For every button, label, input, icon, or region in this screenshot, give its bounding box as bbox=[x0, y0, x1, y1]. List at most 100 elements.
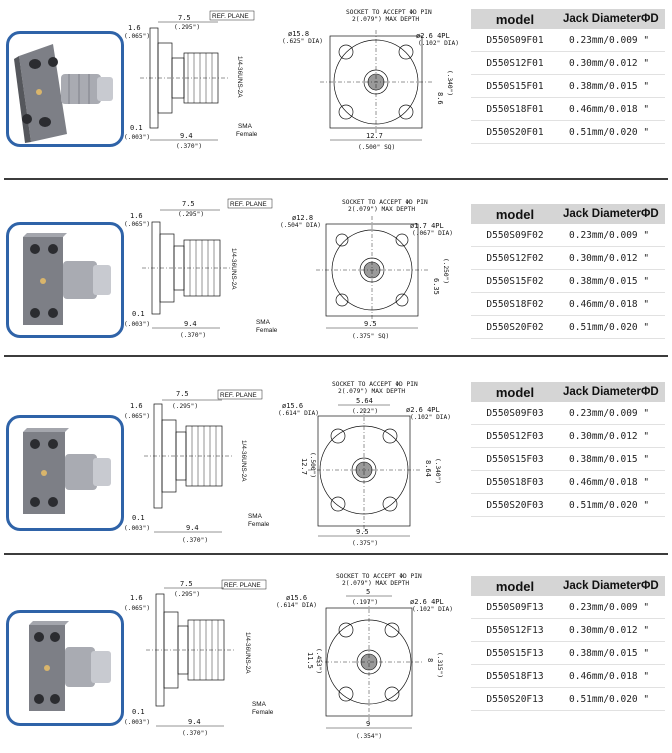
dim-7-5: 7.5 bbox=[180, 580, 193, 588]
connector-section-f13: 7.5 (.295") REF. PLANE 1.6 (.065") 0.1 (… bbox=[0, 558, 672, 753]
model-cell: D550S20F13 bbox=[471, 687, 559, 711]
flange-width: 9 bbox=[366, 720, 370, 728]
dim-0-1: 0.1 bbox=[132, 514, 145, 522]
thread-label: 1/4-36UNS-2A bbox=[230, 248, 237, 290]
ref-plane-label: REF. PLANE bbox=[230, 201, 267, 208]
socket-note-line1: SOCKET TO ACCEPT ΦD PIN bbox=[336, 573, 422, 580]
sma-label: SMA bbox=[238, 123, 253, 130]
ref-plane-label: REF. PLANE bbox=[212, 13, 249, 20]
dimension-drawing: 7.5 (.295") REF. PLANE 1.6 (.065") 0.1 (… bbox=[120, 8, 470, 168]
hole-diameter: ø2.6 4PL bbox=[406, 406, 440, 414]
dim-0-1-inch: (.003") bbox=[124, 134, 150, 141]
dim-1-6: 1.6 bbox=[130, 402, 143, 410]
column-header-jack-diameter: Jack DiameterΦD bbox=[559, 576, 665, 596]
flange-width-inch: (.354") bbox=[356, 733, 382, 740]
model-cell: D550S18F01 bbox=[471, 97, 559, 121]
dim-9-4-inch: (.370") bbox=[176, 143, 202, 150]
top-spacing-inch: (.222") bbox=[352, 408, 378, 415]
model-cell: D550S15F01 bbox=[471, 74, 559, 98]
flange-diameter-inch: (.504" DIA) bbox=[280, 222, 321, 229]
hole-diameter-inch: (.102" DIA) bbox=[410, 414, 451, 421]
flange-height: 12.7 bbox=[300, 458, 308, 475]
hole-diameter-inch: (.102" DIA) bbox=[418, 40, 459, 47]
flange-width: 12.7 bbox=[366, 132, 383, 140]
diameter-cell: 0.38mm/0.015 " bbox=[559, 74, 665, 98]
hole-diameter: ø2.6 4PL bbox=[416, 32, 450, 40]
thread-label: 1/4-36UNS-2A bbox=[236, 56, 243, 98]
socket-note-line1: SOCKET TO ACCEPT ΦD PIN bbox=[346, 9, 432, 16]
socket-note-line2: 2(.079") MAX DEPTH bbox=[348, 206, 415, 213]
dim-9-4-inch: (.370") bbox=[182, 730, 208, 737]
diameter-cell: 0.51mm/0.020 " bbox=[559, 493, 665, 517]
dim-0-1-inch: (.003") bbox=[124, 525, 150, 532]
dim-9-4: 9.4 bbox=[180, 132, 193, 140]
diameter-cell: 0.38mm/0.015 " bbox=[559, 447, 665, 471]
dim-1-6: 1.6 bbox=[128, 24, 141, 32]
socket-note-line2: 2(.079") MAX DEPTH bbox=[352, 16, 419, 23]
model-cell: D550S18F02 bbox=[471, 292, 559, 316]
sma-label: SMA bbox=[256, 319, 271, 326]
table-header-row: model Jack DiameterΦD bbox=[471, 382, 665, 402]
flange-width: 9.5 bbox=[364, 320, 377, 328]
diameter-cell: 0.23mm/0.009 " bbox=[559, 402, 665, 425]
diameter-cell: 0.38mm/0.015 " bbox=[559, 269, 665, 293]
dim-9-4-inch: (.370") bbox=[180, 332, 206, 339]
section-divider bbox=[4, 178, 668, 180]
flange-diameter: ø12.8 bbox=[292, 214, 313, 222]
diameter-cell: 0.46mm/0.018 " bbox=[559, 97, 665, 121]
diameter-cell: 0.46mm/0.018 " bbox=[559, 292, 665, 316]
diameter-cell: 0.23mm/0.009 " bbox=[559, 29, 665, 52]
flange-diameter-inch: (.625" DIA) bbox=[282, 38, 323, 45]
dim-7-5-inch: (.295") bbox=[174, 591, 200, 598]
flange-diameter-inch: (.614" DIA) bbox=[276, 602, 317, 609]
thread-label: 1/4-36UNS-2A bbox=[244, 632, 251, 674]
hole-spacing-inch: (.250") bbox=[442, 258, 449, 284]
dim-1-6-inch: (.065") bbox=[124, 413, 150, 420]
dimension-drawing: 7.5 (.295") REF. PLANE 1.6 (.065") 0.1 (… bbox=[120, 198, 470, 358]
connector-section-f01: 7.5 (.295") REF. PLANE 1.6 (.065") 0.1 (… bbox=[0, 0, 672, 178]
flange-diameter: ø15.6 bbox=[286, 594, 307, 602]
table-header-row: model Jack DiameterΦD bbox=[471, 204, 665, 224]
dim-7-5: 7.5 bbox=[178, 14, 191, 22]
dim-1-6-inch: (.065") bbox=[124, 221, 150, 228]
dim-0-1: 0.1 bbox=[132, 310, 145, 318]
dim-9-4-inch: (.370") bbox=[182, 537, 208, 544]
dim-0-1-inch: (.003") bbox=[124, 719, 150, 726]
diameter-cell: 0.23mm/0.009 " bbox=[559, 224, 665, 247]
table-header-row: model Jack DiameterΦD bbox=[471, 576, 665, 596]
hole-diameter: ø1.7 4PL bbox=[410, 222, 444, 230]
diameter-cell: 0.51mm/0.020 " bbox=[559, 315, 665, 339]
diameter-cell: 0.23mm/0.009 " bbox=[559, 596, 665, 619]
dimension-drawing: 7.5 (.295") REF. PLANE 1.6 (.065") 0.1 (… bbox=[120, 374, 470, 550]
dim-9-4: 9.4 bbox=[184, 320, 197, 328]
model-cell: D550S20F02 bbox=[471, 315, 559, 339]
diameter-cell: 0.51mm/0.020 " bbox=[559, 687, 665, 711]
flange-width: 9.5 bbox=[356, 528, 369, 536]
model-cell: D550S12F02 bbox=[471, 246, 559, 270]
hole-diameter-inch: (.102" DIA) bbox=[412, 606, 453, 613]
flange-diameter-inch: (.614" DIA) bbox=[278, 410, 319, 417]
column-header-model: model bbox=[471, 204, 559, 224]
model-cell: D550S12F13 bbox=[471, 618, 559, 642]
female-label: Female bbox=[236, 131, 258, 138]
diameter-cell: 0.51mm/0.020 " bbox=[559, 120, 665, 144]
connector-photo bbox=[6, 610, 124, 726]
dim-7-5: 7.5 bbox=[182, 200, 195, 208]
flange-height-inch: (.453") bbox=[315, 648, 322, 674]
